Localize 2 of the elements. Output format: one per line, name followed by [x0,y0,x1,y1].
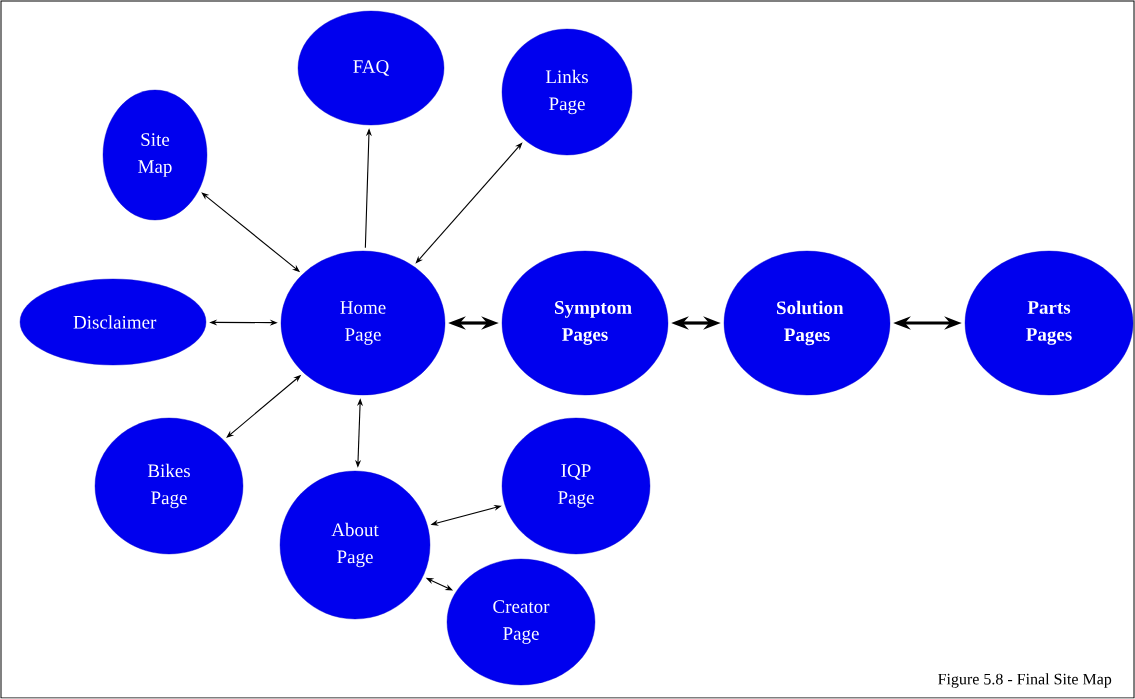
figure-caption: Figure 5.8 - Final Site Map [938,673,1112,688]
arrow [415,142,523,264]
